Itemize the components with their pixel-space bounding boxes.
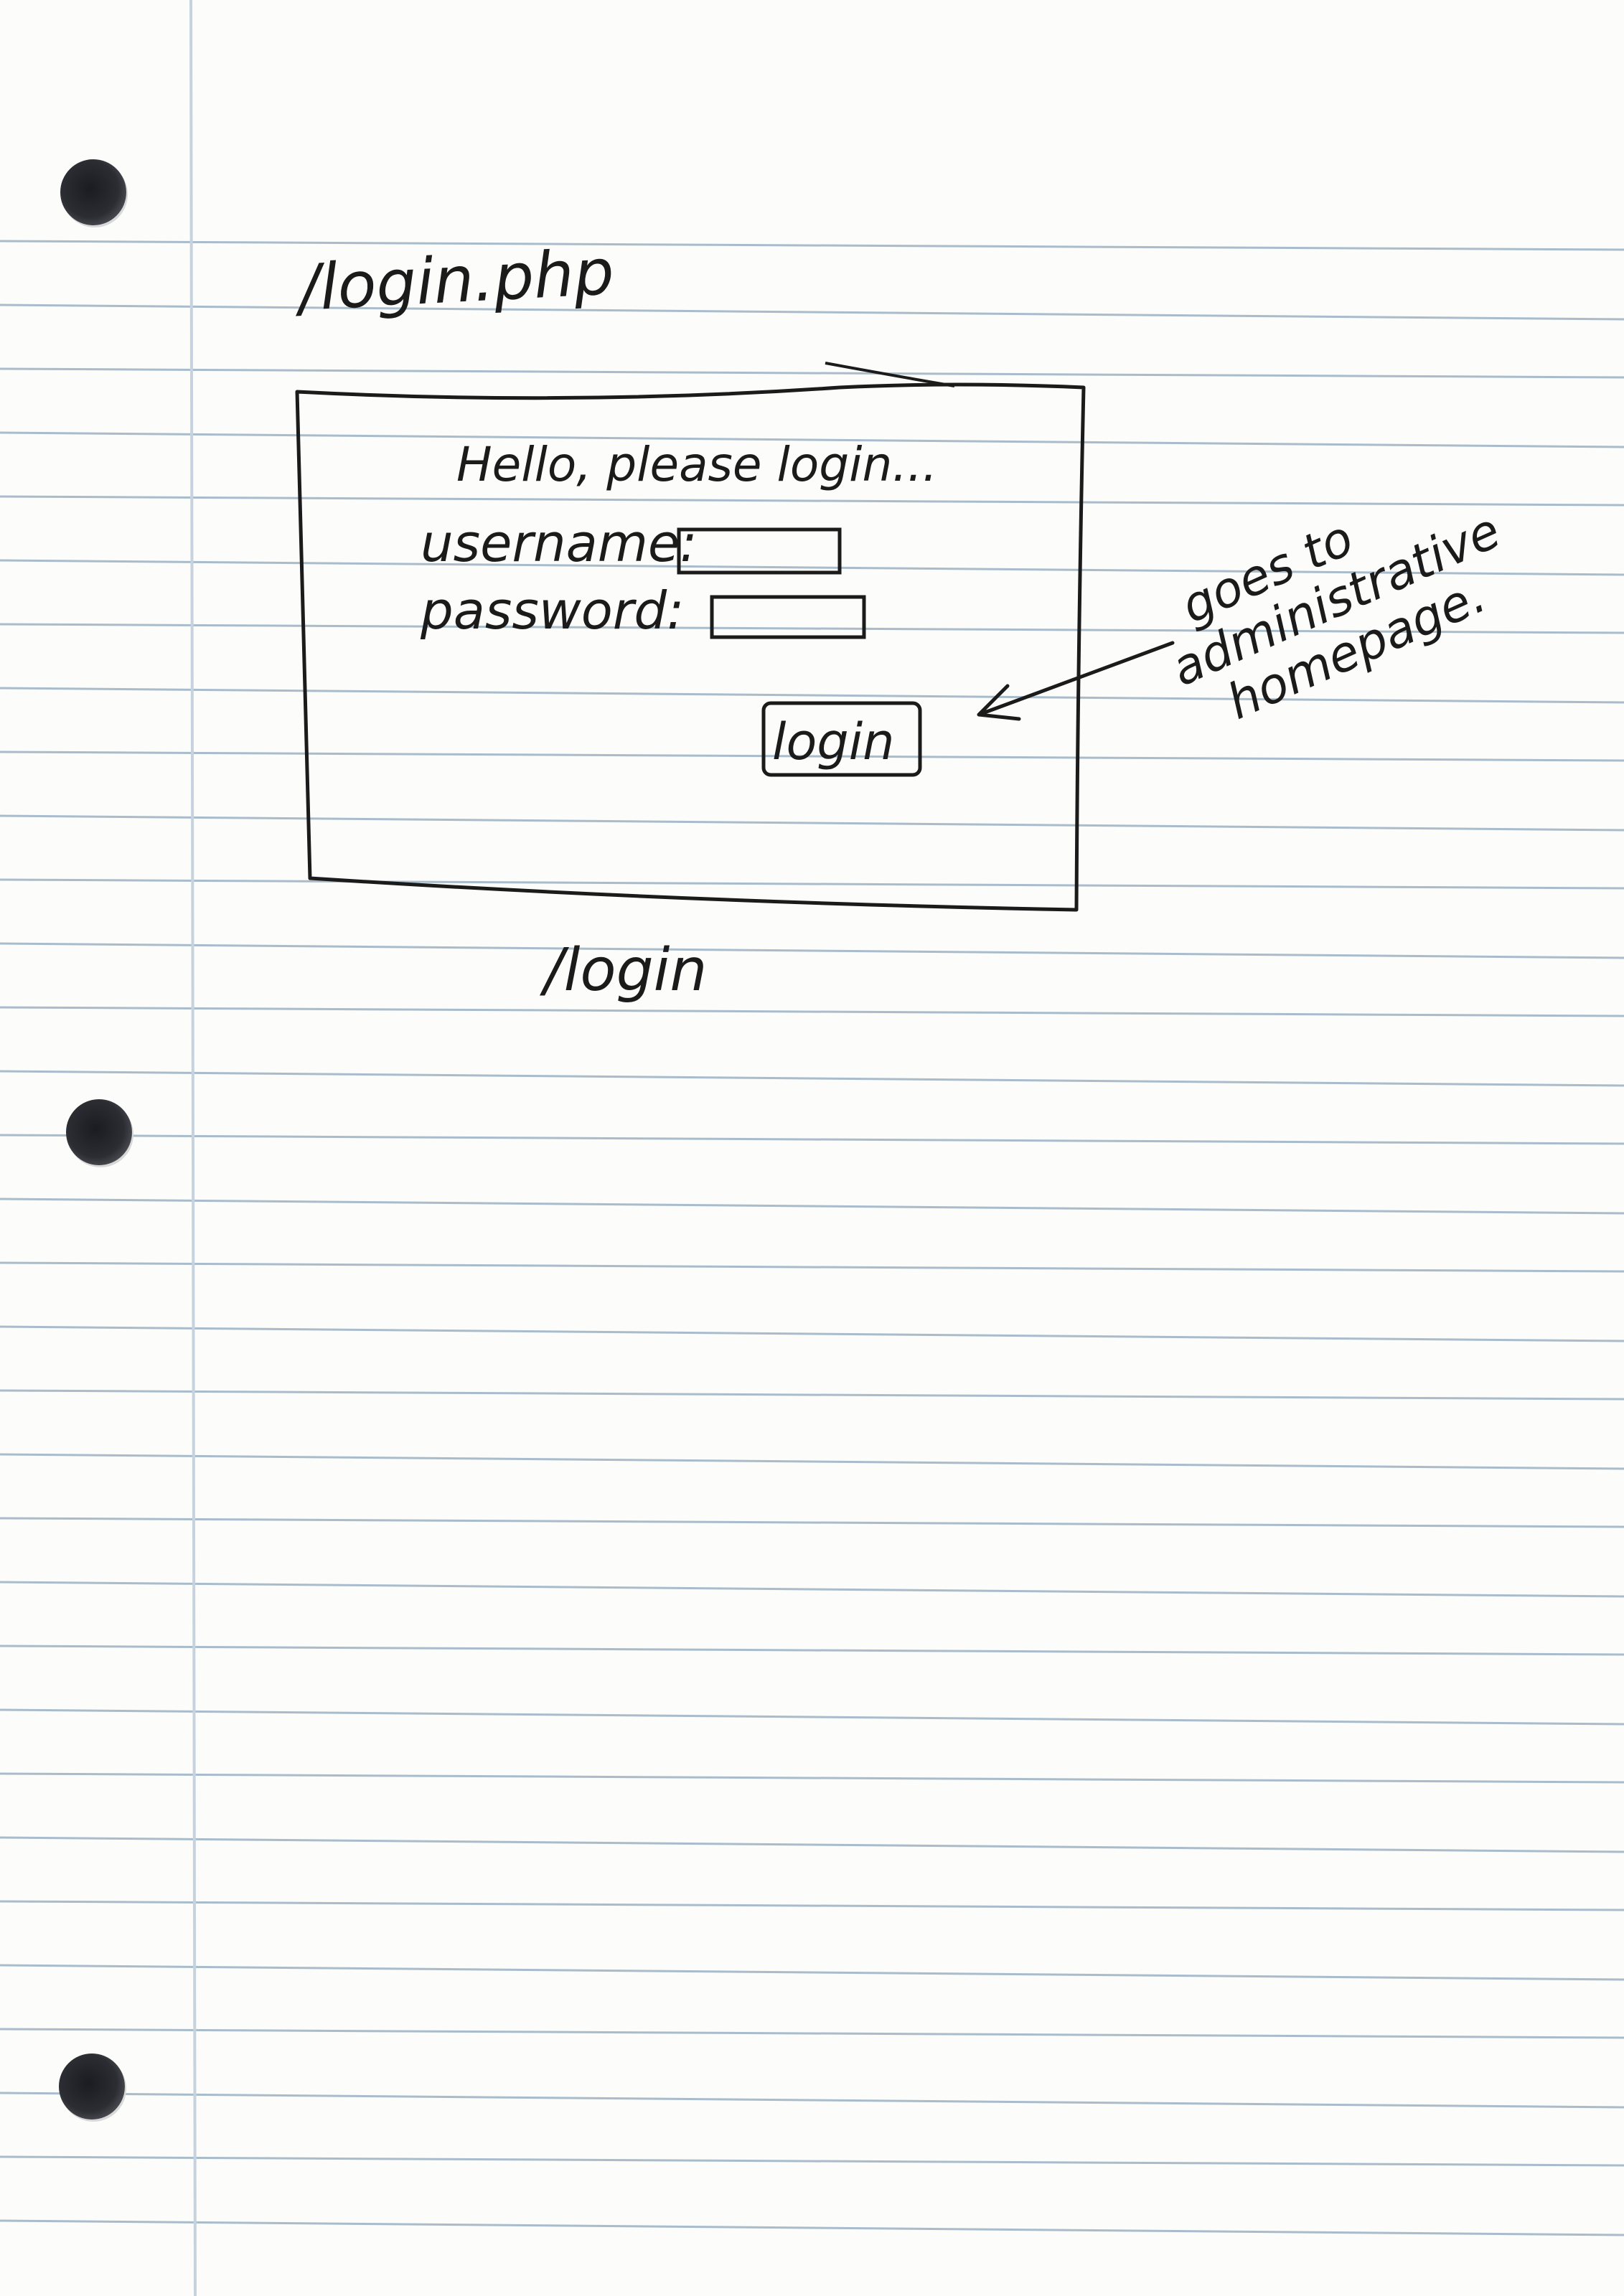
route-label: /login bbox=[540, 936, 707, 1004]
rule-line bbox=[0, 2219, 1624, 2236]
rule-line bbox=[0, 942, 1624, 959]
rule-line bbox=[0, 1708, 1624, 1726]
file-label: /login.php bbox=[292, 235, 616, 325]
rule-line bbox=[0, 240, 1624, 251]
rule-line bbox=[0, 1964, 1624, 1981]
rule-line bbox=[0, 878, 1624, 890]
punch-hole-middle bbox=[66, 1099, 132, 1165]
rule-line bbox=[0, 814, 1624, 832]
greeting-text: Hello, please login... bbox=[456, 437, 937, 492]
password-label: password: bbox=[420, 580, 684, 641]
rule-line bbox=[0, 1453, 1624, 1470]
rule-line bbox=[0, 1134, 1624, 1145]
punch-hole-bottom bbox=[59, 2053, 125, 2119]
login-box-overstroke bbox=[825, 362, 955, 387]
username-label: username: bbox=[421, 513, 698, 573]
rule-line bbox=[0, 2028, 1624, 2039]
rule-line bbox=[0, 1517, 1624, 1528]
rule-line bbox=[0, 1198, 1624, 1215]
login-button-box[interactable] bbox=[761, 701, 922, 777]
rule-line bbox=[0, 1325, 1624, 1342]
login-button-label: login bbox=[772, 712, 895, 771]
rule-line bbox=[0, 623, 1624, 634]
rule-line bbox=[0, 559, 1624, 576]
margin-line bbox=[189, 0, 197, 2296]
password-input-box[interactable] bbox=[710, 595, 866, 639]
username-input-box[interactable] bbox=[677, 527, 842, 575]
rule-line bbox=[0, 1389, 1624, 1401]
rule-line bbox=[0, 1836, 1624, 1853]
rule-line bbox=[0, 1900, 1624, 1911]
rule-line bbox=[0, 304, 1624, 321]
login-box-outline bbox=[295, 382, 1086, 912]
rule-line bbox=[0, 2155, 1624, 2167]
rule-line bbox=[0, 1772, 1624, 1784]
rule-line bbox=[0, 1261, 1624, 1273]
rule-line bbox=[0, 1581, 1624, 1598]
rule-line bbox=[0, 2092, 1624, 2109]
rule-line bbox=[0, 367, 1624, 379]
rule-line bbox=[0, 1006, 1624, 1017]
rule-line bbox=[0, 431, 1624, 448]
rule-line bbox=[0, 1645, 1624, 1656]
rule-line bbox=[0, 495, 1624, 507]
annotation-arrow bbox=[977, 641, 1175, 721]
rule-line bbox=[0, 751, 1624, 762]
rule-line bbox=[0, 1070, 1624, 1087]
annotation-note: goes to administrative homepage. bbox=[1163, 502, 1508, 730]
rule-line bbox=[0, 687, 1624, 704]
punch-hole-top bbox=[60, 159, 126, 225]
